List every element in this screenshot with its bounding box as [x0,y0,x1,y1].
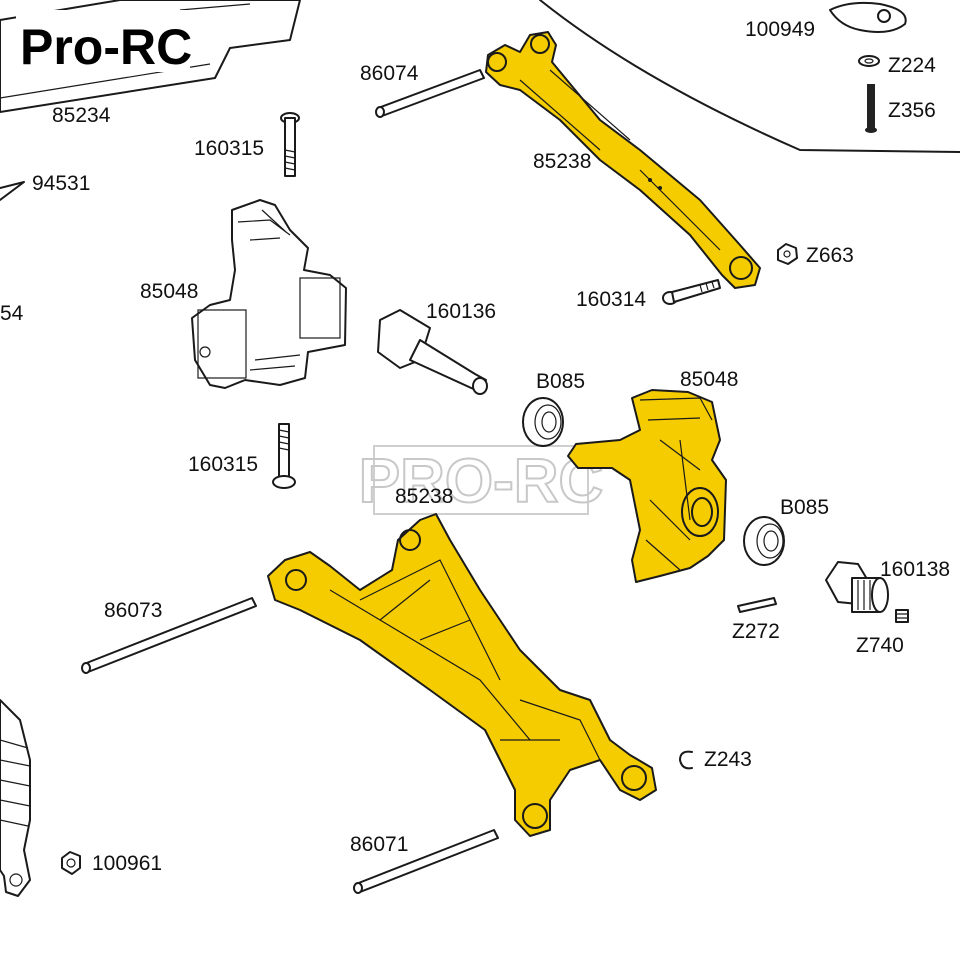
screw-160315-bottom [272,423,296,489]
label-94531: 94531 [32,172,90,195]
label-z356: Z356 [888,99,936,122]
label-85238-lower: 85238 [395,485,453,508]
label-z740: Z740 [856,634,904,657]
lower-arm-85238 [267,513,657,837]
leader-94531 [0,181,25,201]
screw-z356 [865,84,877,133]
pin-86074 [375,69,485,118]
label-86073: 86073 [104,599,162,622]
label-85048-right: 85048 [680,368,738,391]
screw-160315-top [280,112,300,177]
upper-arm-85238 [485,31,761,289]
part-100949 [829,1,907,33]
label-b085-right: B085 [780,496,829,519]
label-85234: 85234 [52,104,111,127]
label-100961: 100961 [92,852,162,875]
bearing-b085-right [743,516,785,566]
label-160136: 160136 [426,300,496,323]
label-86071: 86071 [350,833,408,856]
pin-86071 [353,829,499,894]
nut-z663 [777,243,798,265]
washer-z224 [858,55,880,67]
grub-screw-z740 [895,609,909,623]
label-b085-left: B085 [536,370,585,393]
label-z224: Z224 [888,54,936,77]
label-100949: 100949 [745,18,815,41]
ball-end-100961 [61,851,81,875]
label-160138: 160138 [880,558,950,581]
label-160315-bottom: 160315 [188,453,258,476]
label-85048-left: 85048 [140,280,198,303]
pin-z272 [737,597,777,613]
washer-z224-hole [864,58,874,64]
label-85238-upper: 85238 [533,150,591,173]
hex-hub-160138 [825,561,889,613]
brand-logo-text: Pro-RC [20,19,192,75]
brand-logo: Pro-RC [16,10,192,75]
watermark: PRO-RC [358,445,604,517]
label-z243: Z243 [704,748,752,771]
watermark-text: PRO-RC [359,447,604,516]
label-86074: 86074 [360,62,419,85]
hub-carrier-85048-left [191,199,347,389]
label-z663: Z663 [806,244,854,267]
shock-absorber [0,699,31,897]
label-z272: Z272 [732,620,780,643]
chassis-edge-line [539,0,960,153]
clip-z243 [679,750,693,770]
label-160314: 160314 [576,288,646,311]
drive-cup-160136 [377,309,488,395]
label-160315-top: 160315 [194,137,264,160]
bearing-b085-left [522,397,564,447]
hub-carrier-85048-right [567,389,727,583]
screw-160314 [662,279,721,305]
label-54: 54 [0,302,24,325]
pin-86073 [81,597,257,674]
